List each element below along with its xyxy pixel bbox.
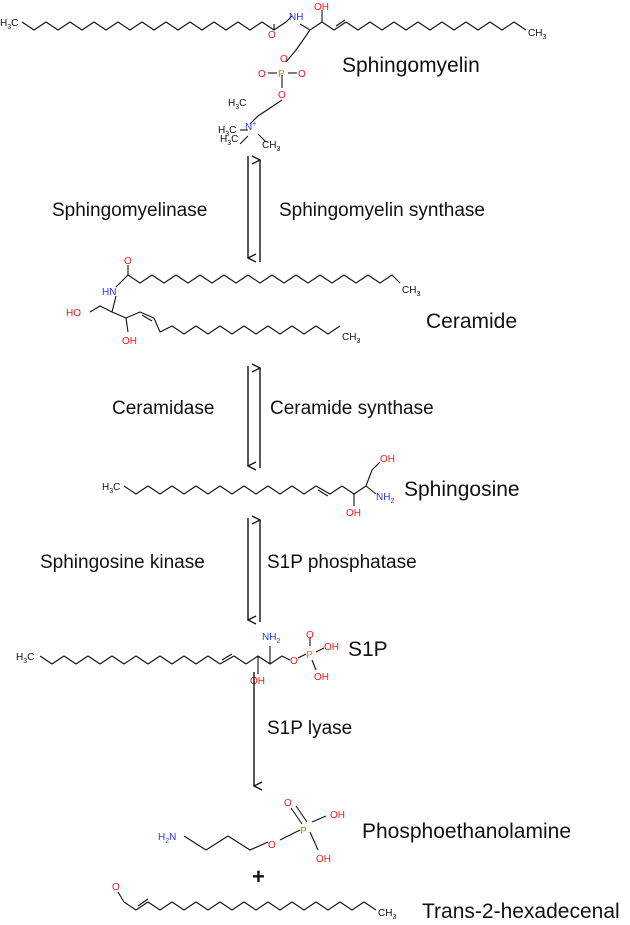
- compound-label-hexadecenal: Trans-2-hexadecenal: [422, 900, 620, 923]
- s1p-ester-o: O: [290, 656, 298, 667]
- sm-nme-left: H3C: [218, 125, 236, 138]
- s1p-backbone: [245, 655, 291, 665]
- cer-double-bond: [125, 311, 155, 319]
- s1p-po-oh2: OH: [314, 672, 329, 683]
- sphingomyelin-structure: H3C O NH OH CH3 O P O O O H3C N+ H3C H3C…: [0, 2, 546, 153]
- sm-double-bond: [333, 21, 347, 31]
- pe-chain: [183, 835, 269, 851]
- cer-ho-label: HO: [66, 308, 81, 319]
- s1p-h3c-label: H3C: [16, 652, 34, 665]
- cer-ch3-top: CH3: [402, 285, 420, 298]
- phosphoethanolamine-structure: H2N O P O OH OH: [158, 798, 345, 865]
- hexadecenal-structure: O CH3: [112, 882, 396, 921]
- enzyme-sphingomyelinase: Sphingomyelinase: [52, 200, 207, 221]
- hex-chain: [123, 901, 377, 911]
- sm-choline-chain: [249, 99, 283, 125]
- sm-backbone: [299, 21, 335, 31]
- compound-label-phosphoethanolamine: Phosphoethanolamine: [362, 820, 571, 843]
- cer-amide-hn: HN: [102, 287, 116, 298]
- sph-tail: [123, 485, 317, 495]
- sm-nme-left2: H3C: [220, 134, 238, 147]
- cer-oh-label: OH: [122, 336, 137, 347]
- pe-phosphorus: P: [300, 826, 307, 837]
- compound-label-sphingomyelin: Sphingomyelin: [342, 54, 480, 77]
- sm-po-bottom: O: [278, 90, 286, 101]
- s1p-oh-label: OH: [250, 676, 265, 687]
- sm-ch3-label: CH3: [528, 28, 546, 41]
- sph-oh-top: OH: [380, 454, 395, 465]
- pe-po-o: O: [284, 798, 292, 809]
- sph-h3c-label: H3C: [102, 482, 120, 495]
- sm-phosphorus: P: [278, 69, 285, 80]
- sm-nme-top: H3C: [228, 98, 246, 111]
- sph-nh2-label: NH2: [376, 492, 394, 505]
- sm-sphingoid-tail: [345, 21, 527, 31]
- sm-ester-o: O: [280, 54, 288, 65]
- s1p-structure: H3C NH2 OH O P O OH OH: [16, 630, 339, 687]
- s1p-phosphorus: P: [306, 650, 313, 661]
- enzyme-ceramide-synthase: Ceramide synthase: [270, 398, 434, 419]
- sm-amide-nh: NH: [289, 12, 303, 23]
- enzyme-sphingomyelin-synthase: Sphingomyelin synthase: [279, 200, 485, 221]
- sm-headgroup-link: [285, 29, 311, 63]
- sm-carbonyl-o: O: [268, 30, 276, 41]
- cer-backbone: [89, 295, 117, 313]
- sm-amide-bond: [285, 15, 293, 23]
- sph-backbone: [341, 461, 381, 495]
- hex-aldehyde-o: O: [112, 882, 120, 893]
- cer-sphingoid-tail: [153, 317, 341, 335]
- s1p-double-bond: [219, 655, 247, 665]
- sm-po-right: O: [298, 69, 306, 80]
- enzyme-sphingosine-kinase: Sphingosine kinase: [40, 552, 205, 573]
- pe-po-oh1: OH: [330, 810, 345, 821]
- pe-ester-o: O: [268, 840, 276, 851]
- sm-oh-label: OH: [314, 2, 329, 13]
- plus-sign: +: [252, 864, 265, 889]
- enzyme-s1p-phosphatase: S1P phosphatase: [267, 552, 417, 573]
- compound-label-ceramide: Ceramide: [426, 310, 517, 333]
- enzyme-s1p-lyase: S1P lyase: [267, 718, 352, 739]
- enzyme-ceramidase: Ceramidase: [112, 398, 214, 419]
- sm-po-left: O: [258, 69, 266, 80]
- sm-h3c-label: H3C: [0, 18, 18, 31]
- compound-label-sphingosine: Sphingosine: [404, 478, 520, 501]
- sph-double-bond: [315, 485, 343, 495]
- sm-quaternary-n: N+: [245, 121, 256, 133]
- sm-nme-right: CH3: [262, 140, 280, 153]
- sm-acyl-chain: [21, 21, 287, 31]
- sph-oh-bottom: OH: [346, 508, 361, 519]
- cer-acyl-chain: [127, 274, 401, 284]
- sphingosine-structure: H3C OH OH NH2: [102, 454, 395, 519]
- cer-carbonyl-o: O: [124, 256, 132, 267]
- hex-ch3-label: CH3: [378, 908, 396, 921]
- pe-h2n-label: H2N: [158, 832, 176, 845]
- compound-label-s1p: S1P: [348, 638, 388, 661]
- s1p-po-oh1: OH: [324, 642, 339, 653]
- s1p-po-o: O: [306, 630, 314, 641]
- ceramide-structure: O HN HO OH CH3 CH3: [66, 256, 420, 347]
- s1p-nh2-label: NH2: [262, 632, 280, 645]
- s1p-tail: [39, 655, 221, 665]
- cer-ch3-bottom: CH3: [342, 332, 360, 345]
- pe-po-oh2: OH: [316, 854, 331, 865]
